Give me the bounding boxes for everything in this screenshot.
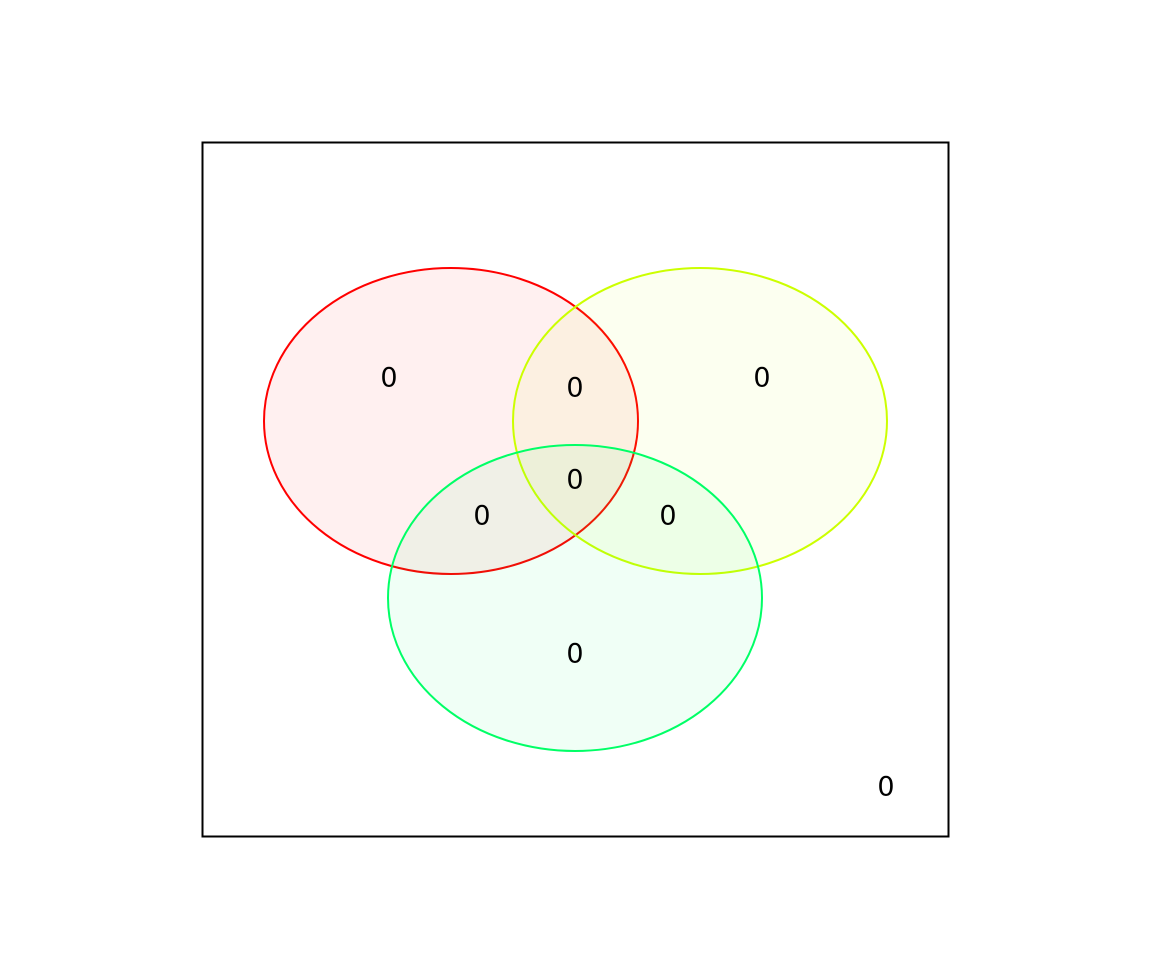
region-all-sets-count: 0 (566, 465, 583, 496)
region-only-3-count: 0 (566, 639, 583, 670)
region-sets-1-3-count: 0 (473, 501, 490, 532)
set-1-ellipse (263, 267, 639, 575)
set-3-ellipse (387, 444, 763, 752)
region-sets-2-3-count: 0 (659, 501, 676, 532)
universe-frame (201, 141, 950, 838)
region-only-1-count: 0 (380, 363, 397, 394)
region-outside-count: 0 (877, 772, 894, 803)
set-2-ellipse (512, 267, 888, 575)
region-sets-1-2-count: 0 (566, 373, 583, 404)
region-only-2-count: 0 (753, 363, 770, 394)
